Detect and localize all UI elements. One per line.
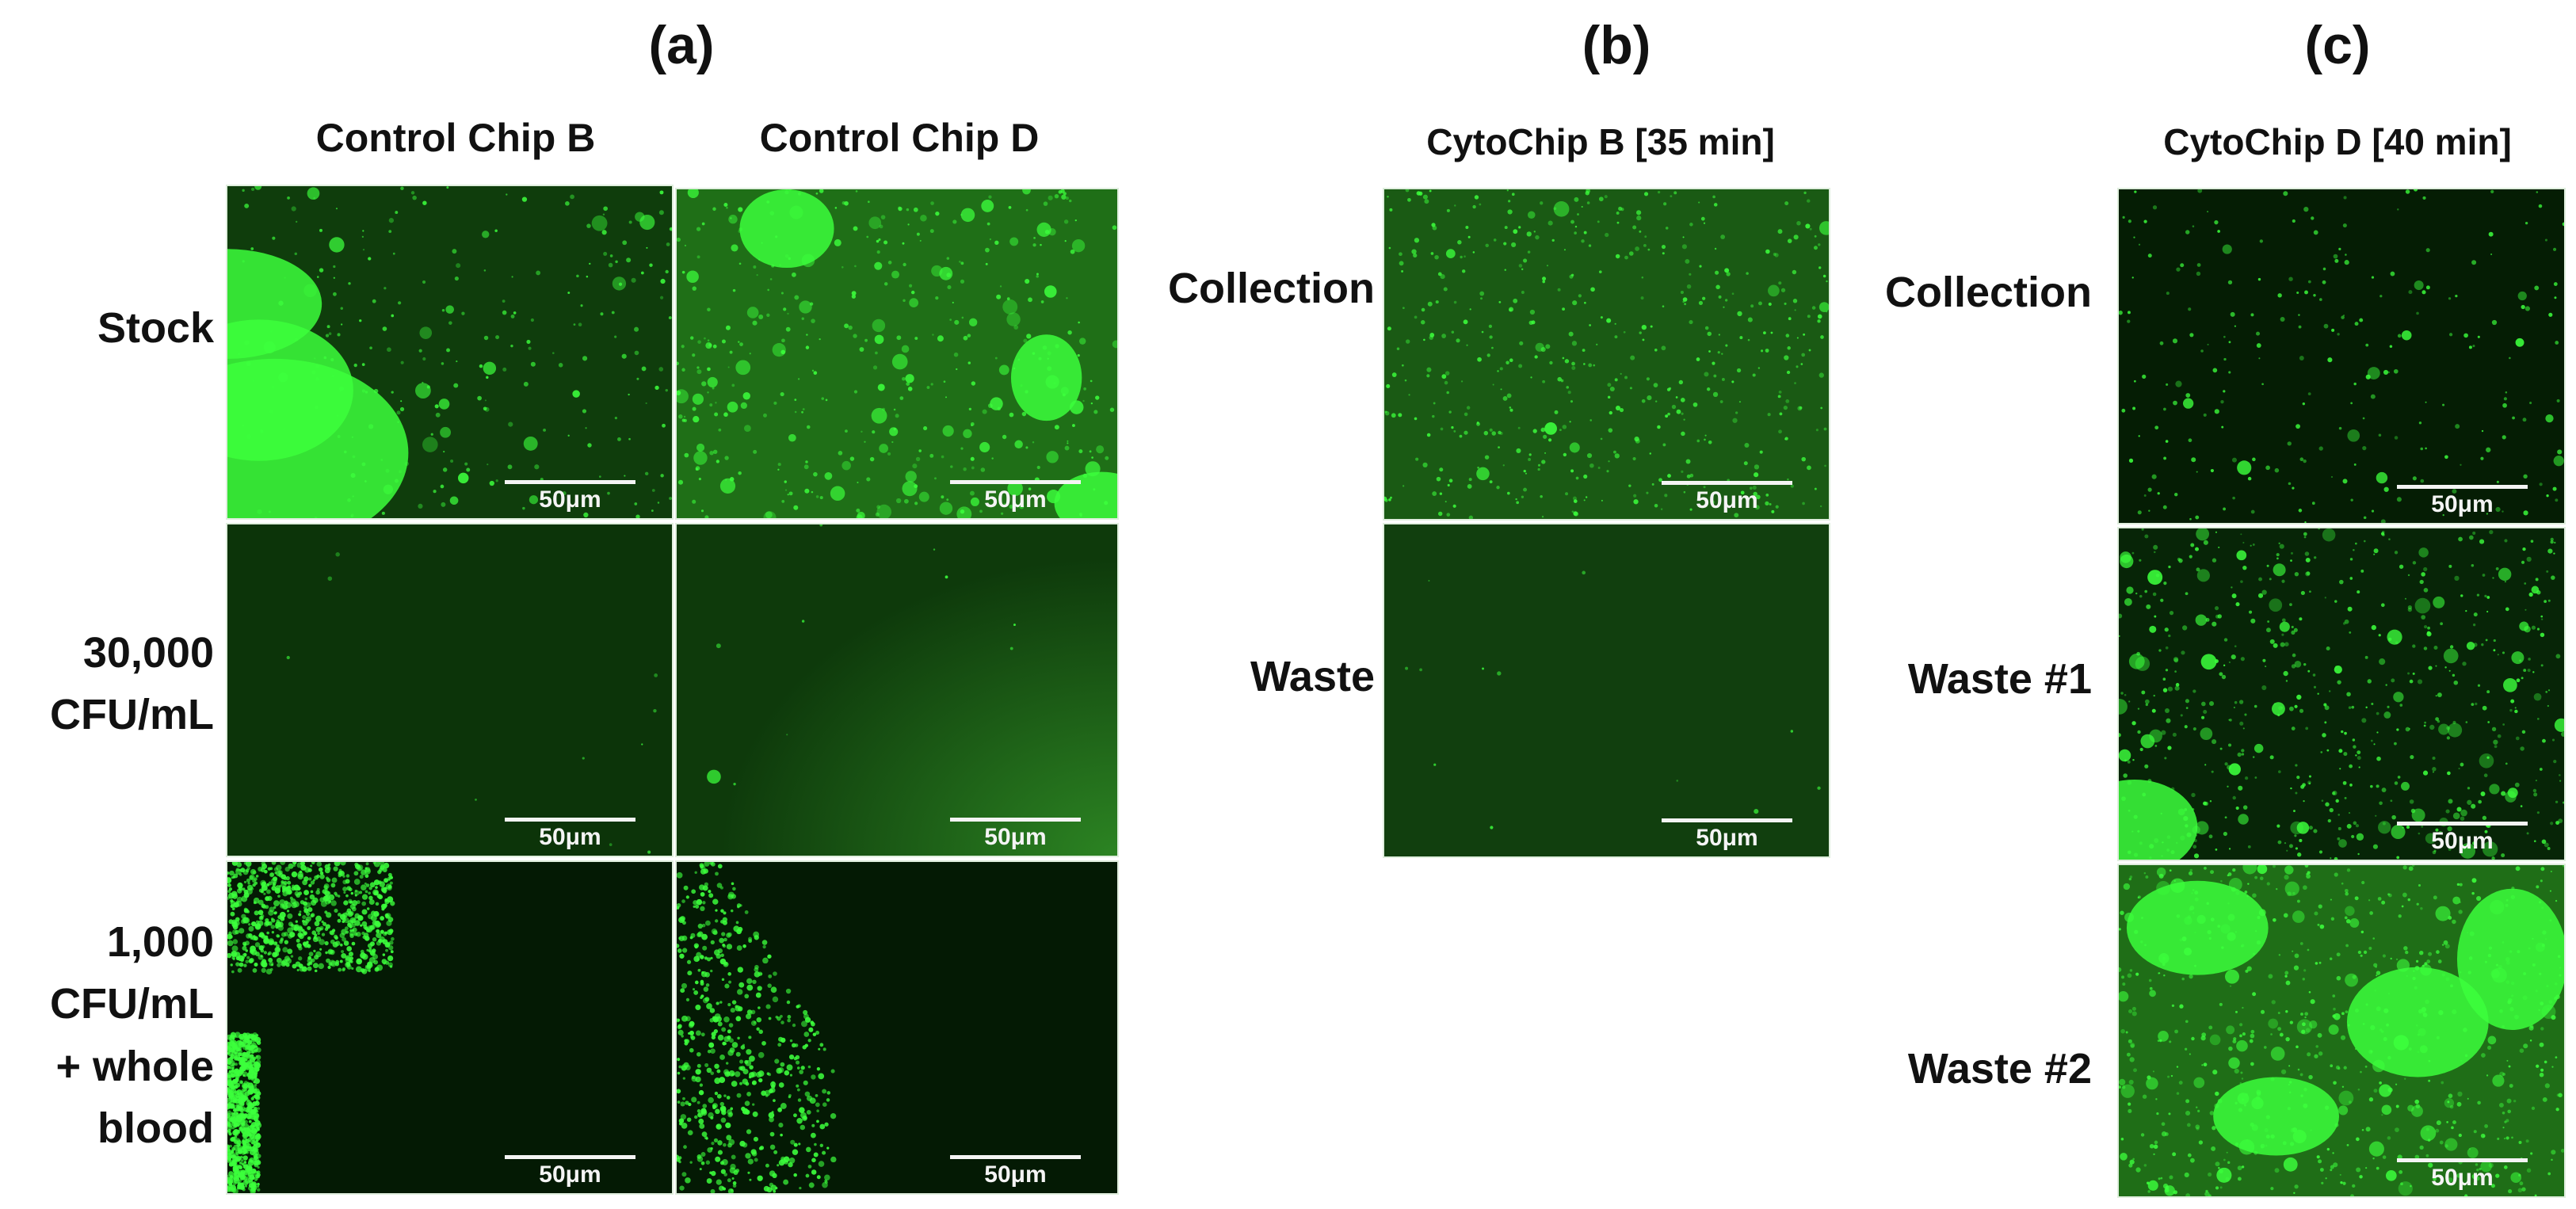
scale-bar-label: 50μm [2431,1165,2494,1191]
panel-label-a: (a) [648,15,715,75]
scale-bar [2397,485,2528,489]
scale-bar-label: 50μm [1696,825,1758,851]
micrograph-image [2119,528,2564,860]
micrograph-control-d-30000: 50μm [675,523,1119,857]
scale-bar [505,818,635,822]
row-label-line: 30,000 [82,629,214,677]
row-label-line: CFU/mL [50,691,214,739]
micrograph-control-d-1000-blood: 50μm [675,860,1119,1195]
micrograph-control-b-1000-blood: 50μm [226,860,674,1195]
scale-bar [1662,481,1792,485]
scale-bar [1662,818,1792,822]
row-label-c-collection: Collection [1884,269,2092,316]
row-label-c-waste-2: Waste #2 [1907,1045,2092,1093]
row-label-b-waste: Waste [1250,653,1375,700]
micrograph-control-d-stock: 50μm [675,188,1119,520]
scale-bar-label: 50μm [539,486,601,513]
column-title-control-chip-d: Control Chip D [759,116,1040,160]
micrograph-image [1405,570,1821,830]
row-label-c-waste-1: Waste #1 [1907,655,2092,703]
scale-bar-label: 50μm [984,1161,1047,1188]
scale-bar [950,480,1081,484]
micrograph-image [677,189,1117,518]
row-label-line: blood [97,1104,214,1152]
scale-bar-label: 50μm [984,486,1047,513]
column-title-cytochip-b: CytoChip B [35 min] [1426,121,1775,162]
micrograph-control-b-stock: 50μm [226,185,674,520]
scale-bar-label: 50μm [2431,828,2494,854]
micrograph-image [227,186,672,518]
row-label-b-collection: Collection [1167,265,1375,312]
scale-bar [2397,1158,2528,1162]
scale-bar-label: 50μm [539,824,601,850]
micrograph-cytochip-d-waste-1: 50μm [2117,527,2566,861]
micrograph-cytochip-b-collection: 50μm [1383,188,1830,521]
micrograph-image [227,862,395,1193]
micrograph-control-b-30000: 50μm [226,523,674,857]
panel-label-c: (c) [2304,15,2371,75]
row-label-line: 1,000 [106,918,214,966]
micrograph-image [677,862,837,1193]
micrograph-image [286,552,658,854]
scale-bar [950,1155,1081,1159]
micrograph-image [1384,189,1829,519]
micrograph-cytochip-d-collection: 50μm [2117,188,2566,524]
micrograph-image [2119,189,2564,523]
scale-bar-label: 50μm [2431,491,2494,517]
micrograph-image [2119,865,2564,1196]
scale-bar-label: 50μm [1696,487,1758,513]
micrograph-cytochip-d-waste-2: 50μm [2117,864,2566,1198]
scale-bar [950,818,1081,822]
micrograph-image [677,524,1117,856]
micrograph-cytochip-b-waste: 50μm [1383,523,1830,858]
scale-bar [505,1155,635,1159]
panel-label-b: (b) [1582,15,1651,75]
scale-bar-label: 50μm [984,824,1047,850]
column-title-cytochip-d: CytoChip D [40 min] [2163,121,2512,162]
row-label-stock: Stock [97,304,214,352]
column-title-control-chip-b: Control Chip B [315,116,596,160]
scale-bar-label: 50μm [539,1161,601,1188]
scale-bar [505,480,635,484]
row-label-line: CFU/mL [50,980,214,1028]
row-label-line: + whole [55,1042,214,1090]
scale-bar [2397,822,2528,826]
